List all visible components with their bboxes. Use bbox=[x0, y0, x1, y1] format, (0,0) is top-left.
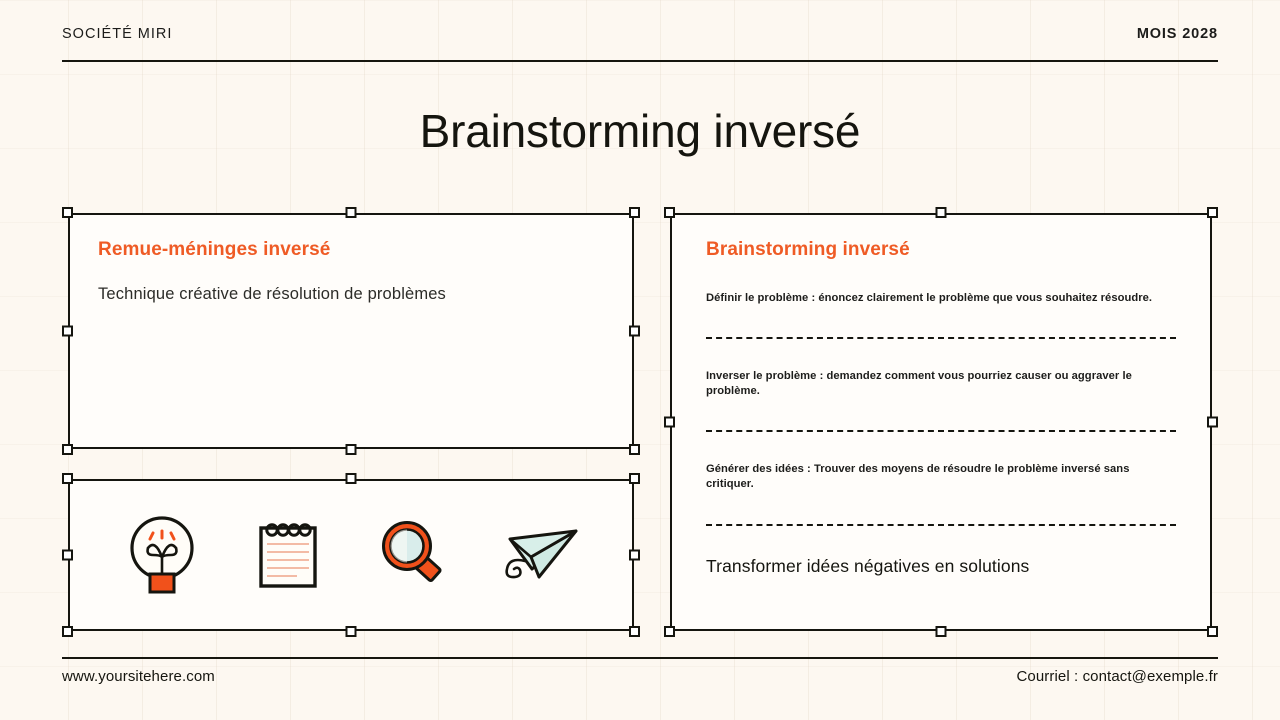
resize-handle-top-left[interactable] bbox=[62, 207, 73, 218]
resize-handle-middle-left[interactable] bbox=[62, 549, 73, 561]
page-title: Brainstorming inversé bbox=[419, 105, 861, 157]
overview-card-subheading: Technique créative de résolution de prob… bbox=[98, 285, 446, 303]
icons-card[interactable] bbox=[62, 473, 640, 637]
resize-handle-bottom-left[interactable] bbox=[62, 626, 73, 637]
resize-handle-middle-left[interactable] bbox=[62, 325, 73, 337]
step-item-1: Définir le problème : énoncez clairement… bbox=[706, 292, 1153, 304]
footer-website: www.yoursitehere.com bbox=[62, 668, 215, 685]
resize-handle-middle-right[interactable] bbox=[629, 325, 640, 337]
resize-handle-top-right[interactable] bbox=[1207, 207, 1218, 218]
step-divider-1 bbox=[706, 337, 1176, 340]
resize-handle-bottom-right[interactable] bbox=[1207, 626, 1218, 637]
resize-handle-bottom-right[interactable] bbox=[629, 444, 640, 455]
resize-handle-top-left[interactable] bbox=[664, 207, 675, 218]
resize-handle-bottom-center[interactable] bbox=[935, 626, 947, 637]
resize-handle-bottom-left[interactable] bbox=[62, 444, 73, 455]
steps-card-heading: Brainstorming inversé bbox=[706, 239, 910, 260]
slide-footer: www.yoursitehere.com Courriel : contact@… bbox=[62, 668, 1218, 685]
resize-handle-middle-left[interactable] bbox=[664, 416, 675, 428]
resize-handle-bottom-left[interactable] bbox=[664, 626, 675, 637]
steps-card[interactable]: Brainstorming inversé Définir le problèm… bbox=[664, 207, 1218, 637]
resize-handle-top-right[interactable] bbox=[629, 207, 640, 218]
overview-card-heading: Remue-méninges inversé bbox=[98, 239, 331, 260]
slide-date: MOIS 2028 bbox=[1136, 26, 1218, 42]
magnifying-glass-icon bbox=[366, 507, 462, 603]
resize-handle-middle-right[interactable] bbox=[629, 549, 640, 561]
steps-card-conclusion: Transformer idées négatives en solutions bbox=[706, 555, 1030, 576]
step-divider-3 bbox=[706, 523, 1176, 526]
resize-handle-top-center[interactable] bbox=[935, 207, 947, 218]
resize-handle-top-center[interactable] bbox=[345, 473, 357, 484]
lightbulb-icon bbox=[114, 507, 210, 603]
footer-email: Courriel : contact@exemple.fr bbox=[1016, 668, 1218, 685]
step-divider-2 bbox=[706, 430, 1176, 433]
overview-card[interactable]: Remue-méninges inversé Technique créativ… bbox=[62, 207, 640, 455]
resize-handle-bottom-center[interactable] bbox=[345, 626, 357, 637]
paper-plane-icon bbox=[492, 507, 588, 603]
notepad-icon bbox=[240, 507, 336, 603]
footer-divider bbox=[62, 657, 1218, 659]
resize-handle-middle-right[interactable] bbox=[1207, 416, 1218, 428]
header-divider bbox=[62, 60, 1218, 62]
resize-handle-bottom-center[interactable] bbox=[345, 444, 357, 455]
resize-handle-bottom-right[interactable] bbox=[629, 626, 640, 637]
slide-header: SOCIÉTÉ MIRI MOIS 2028 bbox=[62, 26, 1218, 42]
resize-handle-top-left[interactable] bbox=[62, 473, 73, 484]
resize-handle-top-center[interactable] bbox=[345, 207, 357, 218]
step-item-2: Inverser le problème : demandez comment … bbox=[706, 370, 1132, 398]
resize-handle-top-right[interactable] bbox=[629, 473, 640, 484]
company-name: SOCIÉTÉ MIRI bbox=[62, 26, 173, 42]
step-item-3: Générer des idées : Trouver des moyens d… bbox=[706, 463, 1130, 491]
